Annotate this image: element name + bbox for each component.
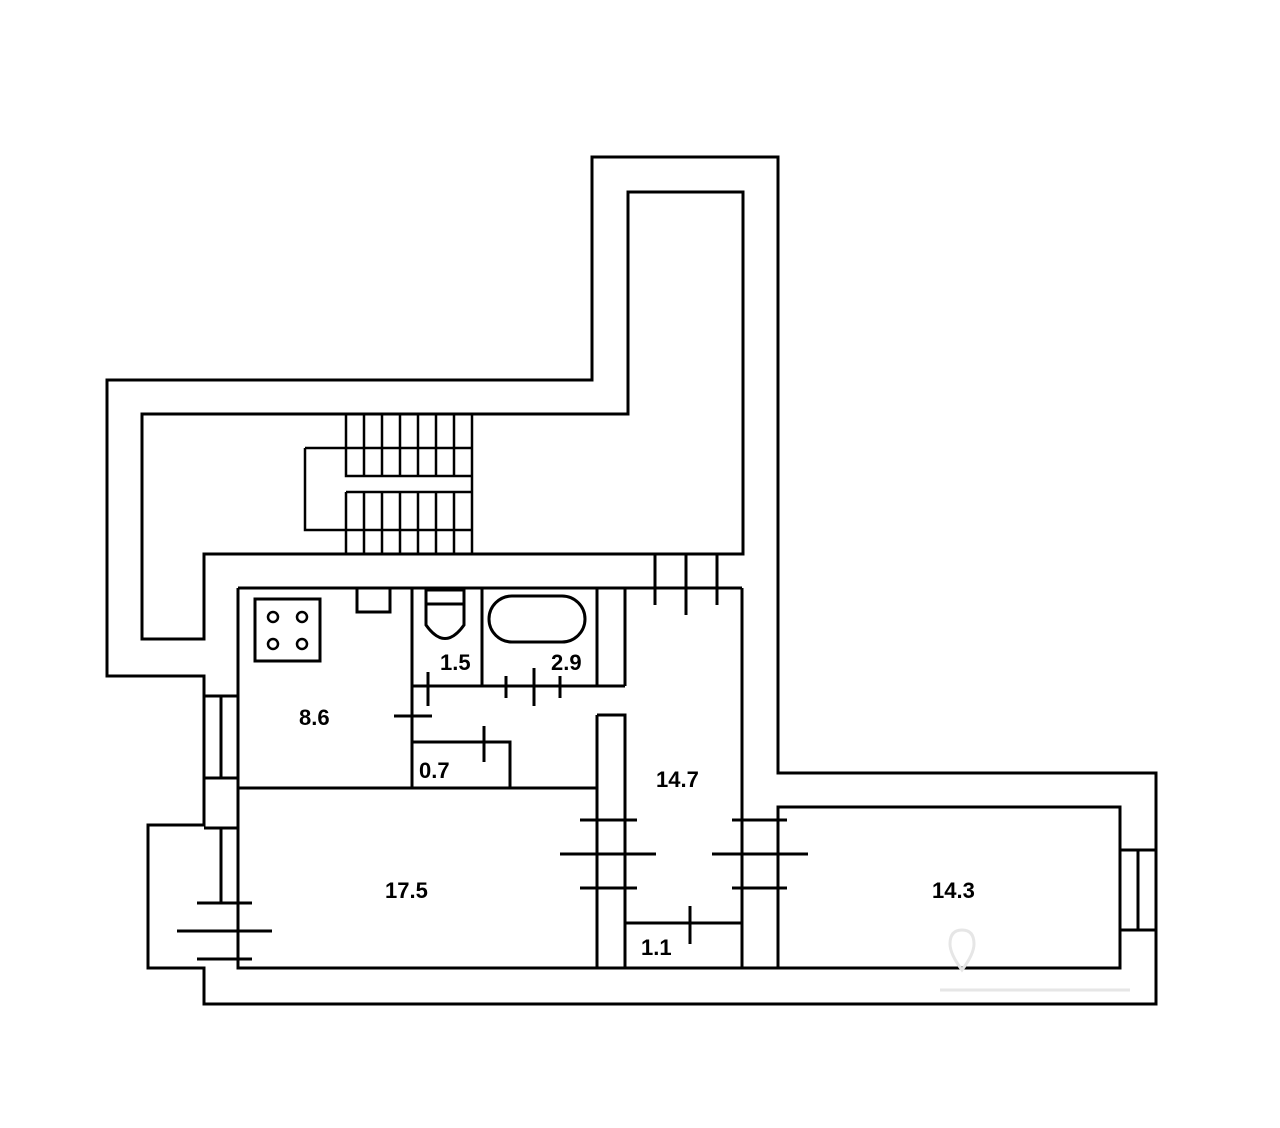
outer-wall	[105, 155, 1158, 1006]
room-area-bedroom: 14.3	[932, 878, 975, 903]
room-area-hallway: 14.7	[656, 767, 699, 792]
windows	[202, 554, 1158, 932]
room-area-kitchen: 8.6	[299, 705, 330, 730]
staircase-icon	[303, 414, 474, 554]
sink-icon	[355, 588, 392, 614]
watermark-logo-icon	[940, 928, 1130, 992]
doors	[177, 668, 808, 961]
apartment-walls	[236, 586, 1122, 970]
stove-icon	[253, 597, 322, 663]
room-area-storage: 1.1	[641, 935, 672, 960]
bathtub-icon	[487, 594, 587, 644]
stairwell-wall	[140, 190, 745, 641]
toilet-icon	[424, 588, 466, 640]
room-area-closet: 0.7	[419, 758, 450, 783]
room-area-toilet: 1.5	[440, 650, 471, 675]
room-area-bathroom: 2.9	[551, 650, 582, 675]
room-area-living-room: 17.5	[385, 878, 428, 903]
